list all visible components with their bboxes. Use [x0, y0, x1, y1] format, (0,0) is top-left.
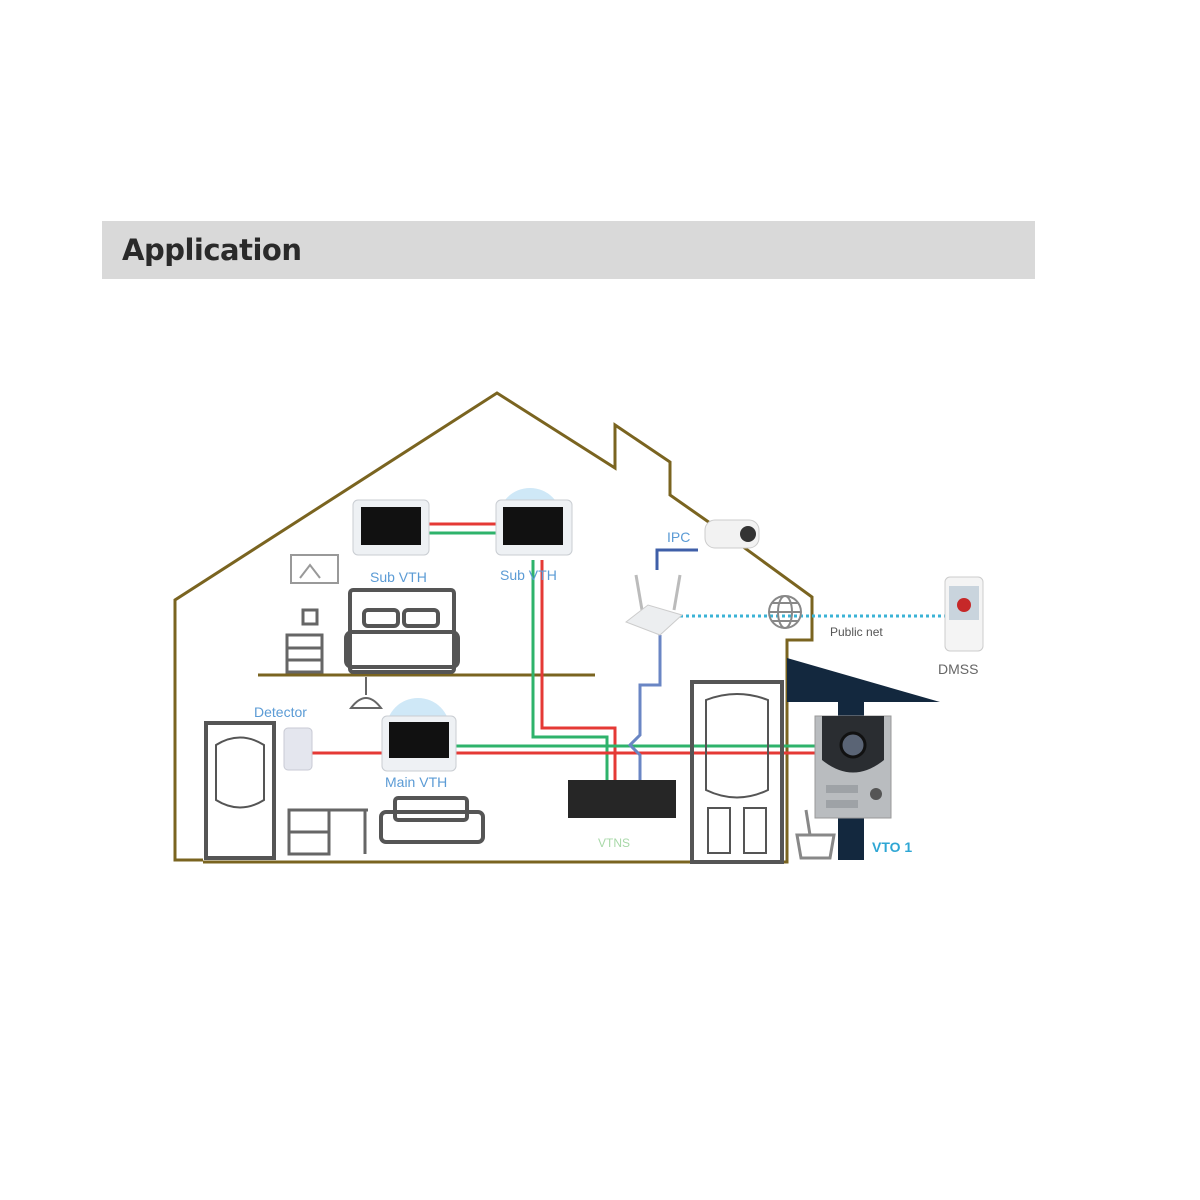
section-title: Application — [122, 233, 302, 267]
router-icon — [624, 574, 683, 636]
detector-label: Detector — [254, 704, 307, 720]
section-header: Application — [102, 221, 1035, 279]
house-outline — [173, 391, 814, 864]
detector-device — [283, 727, 313, 771]
wires — [310, 522, 945, 783]
vto-label: VTO 1 — [872, 839, 912, 855]
sub-vth-label-2: Sub VTH — [500, 567, 557, 583]
globe-icon — [768, 595, 802, 629]
picture-frame-icon — [290, 554, 339, 584]
canopy — [787, 658, 940, 702]
plant-pot-icon — [795, 809, 836, 860]
vto-door-station — [814, 715, 892, 819]
public-net-label: Public net — [830, 625, 883, 639]
sub-vth-monitor-1 — [352, 499, 430, 556]
ceiling-lamp-icon — [348, 677, 384, 709]
ipc-camera-icon — [704, 519, 760, 549]
sofa-icon — [379, 796, 485, 844]
sub-vth-monitor-2 — [495, 499, 573, 556]
front-door — [690, 680, 784, 864]
bed-icon — [344, 588, 460, 674]
ipc-label: IPC — [667, 529, 690, 545]
vtns-switch — [568, 780, 676, 818]
nightstand-icon — [285, 608, 324, 674]
main-vth-monitor — [381, 715, 457, 772]
interior-door — [204, 721, 276, 860]
vtns-label: VTNS — [598, 836, 630, 850]
sub-vth-label-1: Sub VTH — [370, 569, 427, 585]
dmss-phone-icon — [944, 576, 984, 652]
dmss-label: DMSS — [938, 661, 978, 677]
main-vth-label: Main VTH — [385, 774, 447, 790]
desk-icon — [287, 808, 368, 856]
